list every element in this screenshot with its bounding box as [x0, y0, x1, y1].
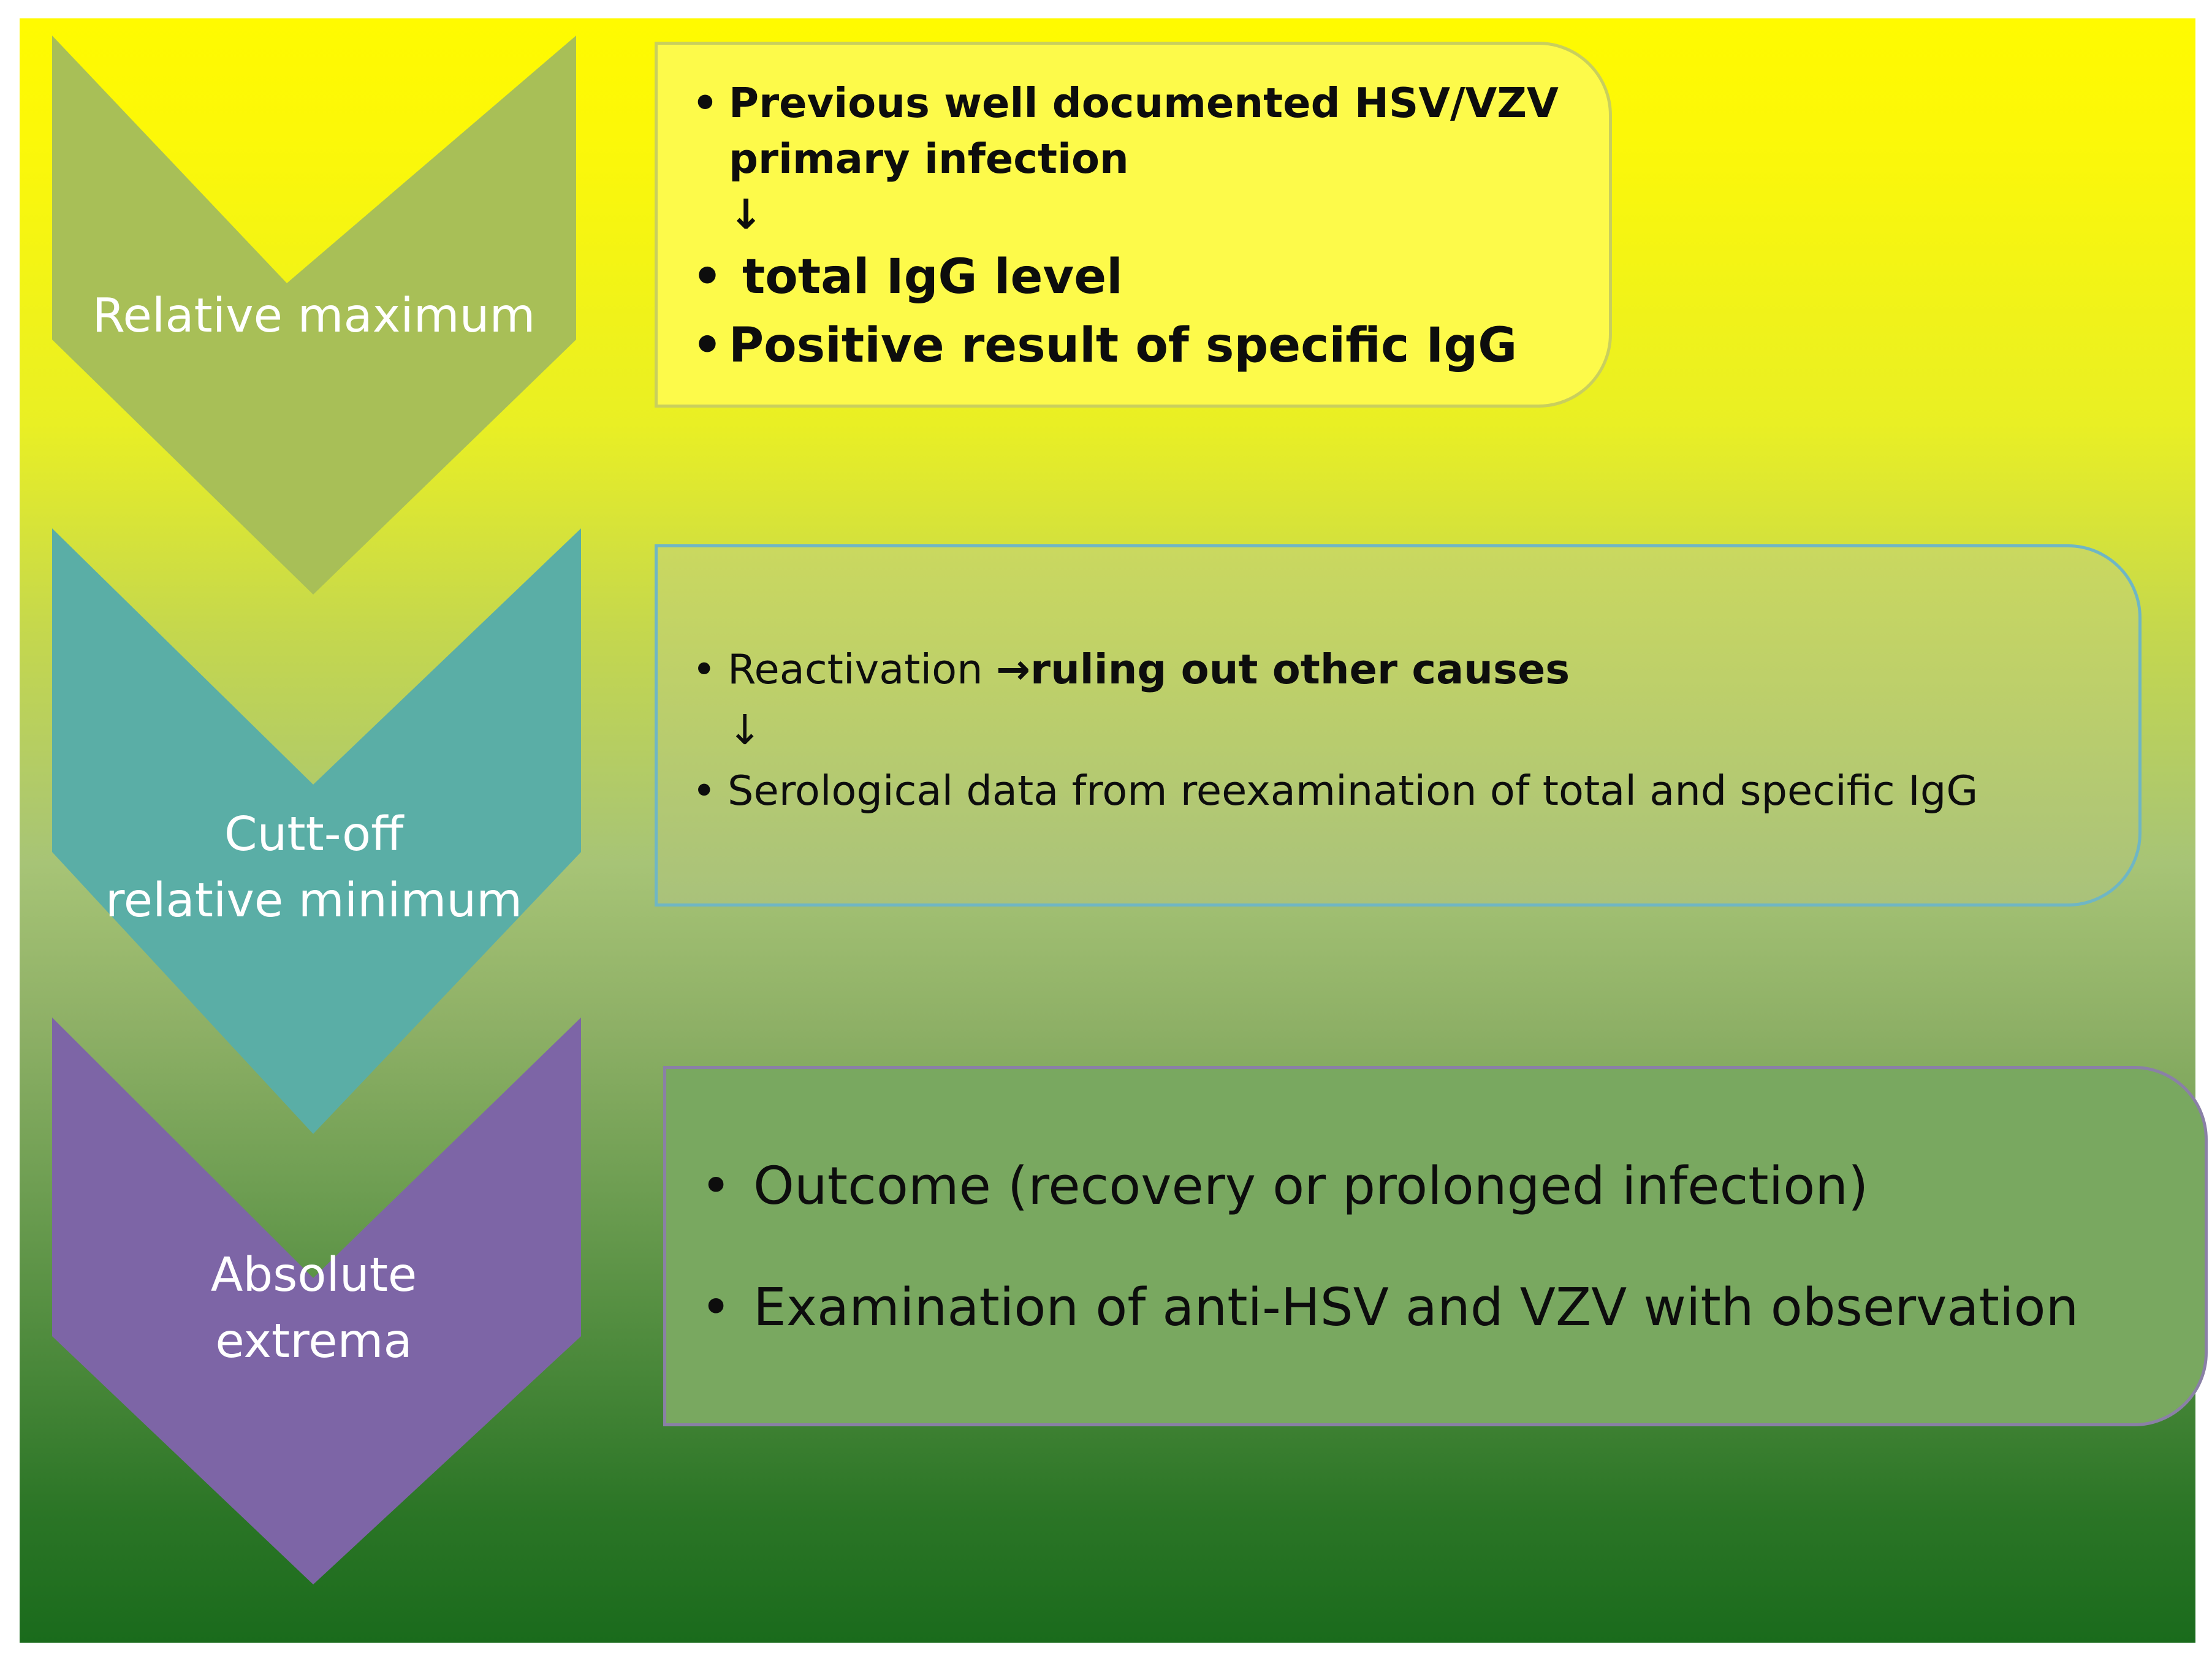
item-text-bold: ruling out other causes	[1030, 645, 1570, 693]
stage-chevron-cutoff-relative-minimum	[52, 528, 581, 1134]
list-item: • total IgG level	[692, 243, 1562, 311]
bullet-icon: •	[692, 318, 723, 373]
stage-label-line: Absolute	[210, 1248, 417, 1302]
cutoff-relative-minimum-criteria-box: • Reactivation →ruling out other causes …	[655, 544, 2142, 907]
list-item: • Examination of anti-HSV and VZV with o…	[701, 1275, 2172, 1341]
list-item: • Previous well documented HSV/VZV prima…	[692, 75, 1562, 243]
list-item: • Outcome (recovery or prolonged infecti…	[701, 1154, 2172, 1220]
list-item: • Positive result of specific IgG	[692, 311, 1562, 380]
item-text: primary infection	[729, 135, 1129, 183]
bullet-icon: •	[692, 645, 716, 693]
stage-label-line: relative minimum	[105, 873, 523, 928]
list-item: • Reactivation →ruling out other causes	[692, 639, 2120, 700]
stage-chevron-relative-maximum	[52, 36, 576, 595]
item-text: Serological data from reexamination of t…	[728, 767, 1978, 815]
bullet-icon: •	[692, 767, 716, 815]
down-arrow-icon: ↓	[729, 191, 764, 238]
down-arrow-icon: ↓	[728, 706, 762, 754]
stage-label-cutoff-relative-minimum: Cutt-off relative minimum	[56, 802, 571, 934]
relative-maximum-criteria-box: • Previous well documented HSV/VZV prima…	[655, 42, 1612, 408]
right-arrow-icon: →	[995, 645, 1031, 693]
stage-label-absolute-extrema: Absolute extrema	[75, 1242, 553, 1375]
item-text: Previous well documented HSV/VZV	[729, 79, 1559, 127]
item-text: total IgG level	[742, 249, 1123, 305]
stage-label-text: Relative maximum	[92, 289, 536, 343]
item-text: Positive result of specific IgG	[729, 318, 1518, 373]
stage-label-line: extrema	[215, 1314, 412, 1369]
bullet-icon: •	[701, 1156, 732, 1217]
absolute-extrema-criteria-box: • Outcome (recovery or prolonged infecti…	[663, 1066, 2208, 1426]
stage-label-line: Cutt-off	[224, 807, 404, 862]
bullet-icon: •	[692, 79, 718, 127]
criteria-list: • Previous well documented HSV/VZV prima…	[692, 75, 1562, 380]
criteria-list: • Outcome (recovery or prolonged infecti…	[701, 1154, 2172, 1396]
bullet-icon: •	[692, 249, 723, 305]
criteria-list: • Reactivation →ruling out other causes …	[692, 639, 2120, 821]
item-text: Reactivation	[728, 645, 996, 693]
stage-chevron-absolute-extrema	[52, 1017, 581, 1584]
diagram-canvas: Relative maximum Cutt-off relative minim…	[20, 18, 2208, 1643]
stage-label-relative-maximum: Relative maximum	[75, 283, 553, 349]
list-item: ↓	[692, 700, 2120, 761]
bullet-icon: •	[701, 1277, 732, 1338]
item-text: Outcome (recovery or prolonged infection…	[753, 1156, 1869, 1217]
list-item: • Serological data from reexamination of…	[692, 761, 2120, 821]
item-text: Examination of anti-HSV and VZV with obs…	[753, 1277, 2079, 1338]
stage-chevrons	[52, 36, 581, 1584]
